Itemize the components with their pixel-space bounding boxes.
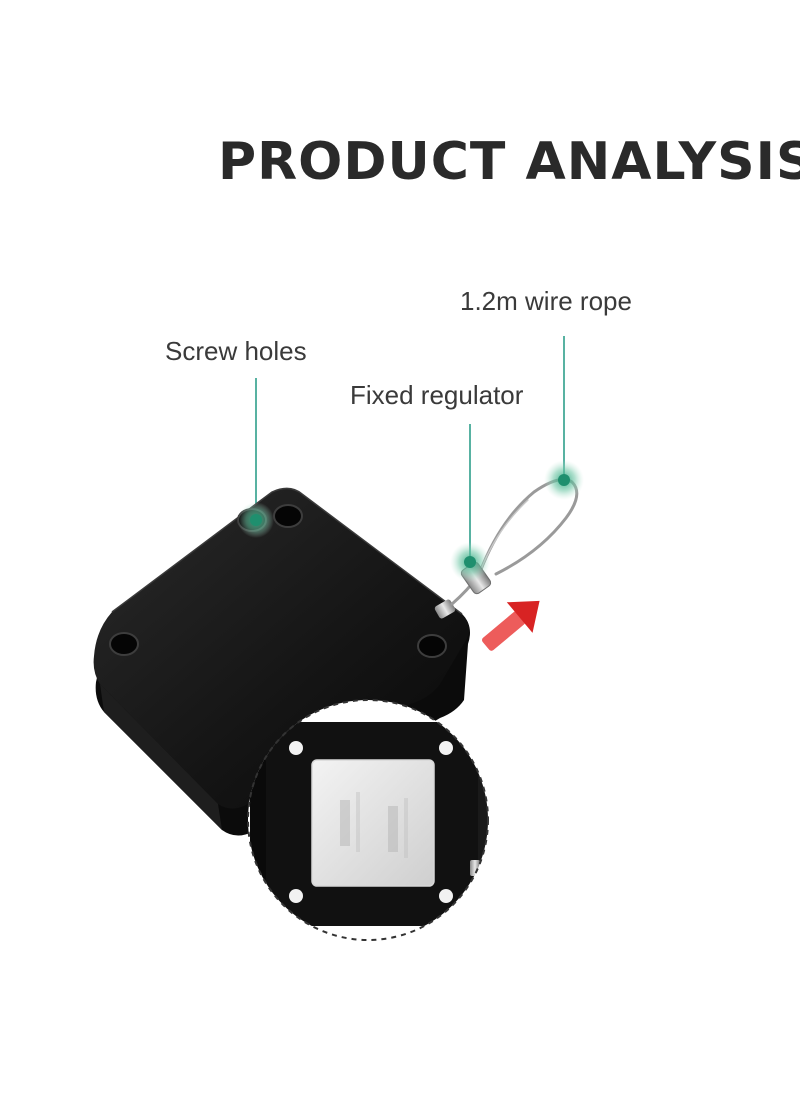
back-view-inset (247, 699, 489, 941)
outlet-nozzle (434, 599, 456, 619)
label-fixed-regulator: Fixed regulator (350, 380, 524, 410)
red-arrow-icon (482, 600, 540, 651)
screw-hole-left (109, 632, 139, 656)
label-wire-rope: 1.2m wire rope (460, 286, 632, 316)
back-hole-bottom-left (289, 889, 303, 903)
page-title: PRODUCT ANALYSIS (218, 132, 800, 192)
adhesive-pad (311, 759, 435, 887)
back-hole-top-right (439, 741, 453, 755)
screw-hole-top-right (273, 504, 303, 528)
back-hole-top-left (289, 741, 303, 755)
back-hole-bottom-right (439, 889, 453, 903)
screw-hole-right (417, 634, 447, 658)
label-screw-holes: Screw holes (165, 336, 307, 366)
